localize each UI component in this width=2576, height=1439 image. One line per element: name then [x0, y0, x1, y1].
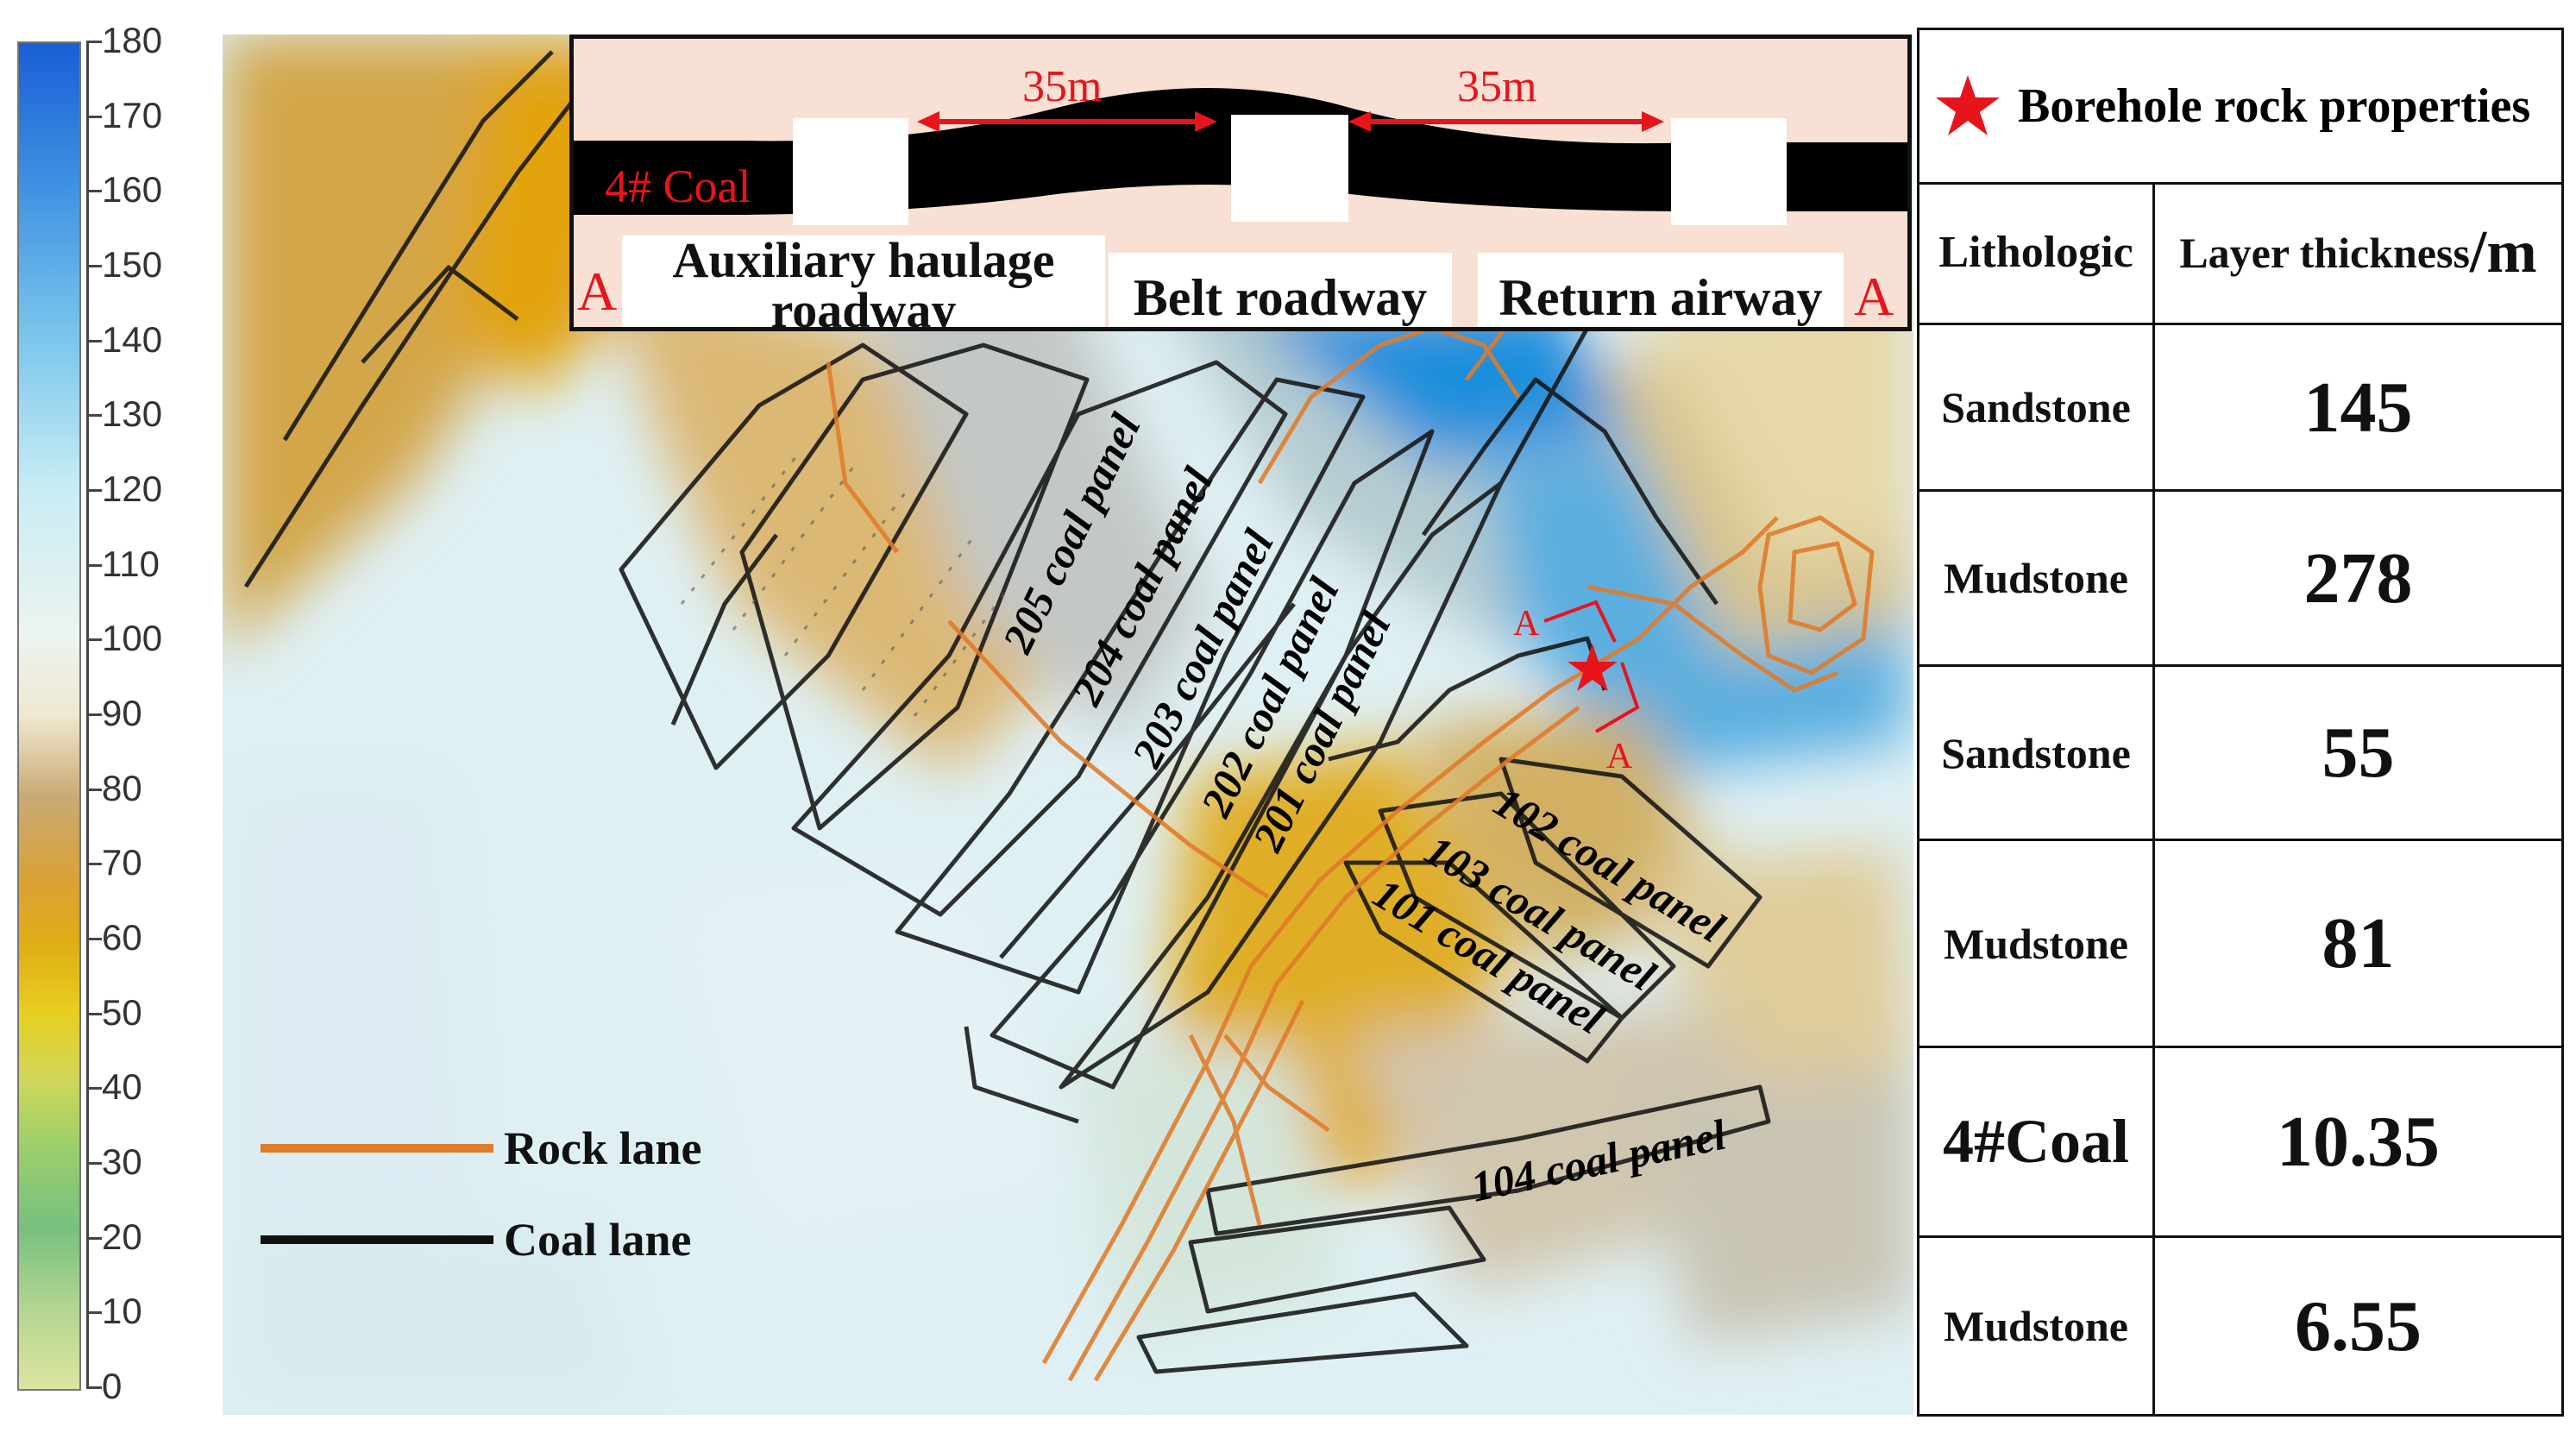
lithology-cell: 4#Coal	[1943, 1107, 2129, 1176]
panel-dotted-lines	[680, 448, 1011, 717]
lithology-cell: Mudstone	[1944, 919, 2128, 968]
colorbar-tick-mark	[86, 1162, 102, 1165]
colorbar-tick-label: 170	[102, 94, 163, 135]
lithology-cell: Sandstone	[1941, 728, 2131, 777]
col-header-thickness-unit: /m	[2469, 218, 2537, 286]
lithology-cell: Mudstone	[1944, 554, 2128, 602]
lithology-cell: Sandstone	[1941, 383, 2131, 431]
colorbar-tick-label: 60	[102, 917, 142, 958]
colorbar-tick-mark	[86, 41, 102, 43]
table-row: Sandstone 145	[1919, 325, 2561, 492]
star-icon	[1936, 75, 2000, 135]
table-row: 4#Coal 10.35	[1919, 1048, 2561, 1238]
colorbar-tick-mark	[86, 863, 102, 866]
borehole-star-icon	[1568, 644, 1618, 691]
colorbar-tick-label: 110	[102, 543, 160, 584]
colorbar-tick-label: 30	[102, 1141, 142, 1182]
colorbar-tick-label: 40	[102, 1066, 142, 1108]
colorbar-tick-mark	[86, 190, 102, 193]
roadway-left-box	[793, 118, 908, 225]
colorbar-tick-mark	[86, 339, 102, 342]
table-header-row: Lithologic Layer thickness/m	[1919, 182, 2561, 325]
colorbar-tick-label: 140	[102, 318, 163, 360]
legend-rock-lane: Rock lane	[261, 1122, 702, 1175]
roadway-right-box	[1671, 118, 1787, 225]
table-row: Sandstone 55	[1919, 667, 2561, 841]
thickness-cell: 278	[2303, 537, 2413, 619]
colorbar-tick-label: 160	[102, 169, 163, 211]
colorbar-tick-mark	[86, 788, 102, 791]
section-label-left: A	[577, 261, 618, 322]
colorbar-tick-label: 130	[102, 393, 163, 435]
colorbar-tick-mark	[86, 1087, 102, 1090]
thickness-cell: 10.35	[2277, 1102, 2440, 1182]
roadway-left-label-line1: Auxiliary haulage	[672, 232, 1055, 288]
colorbar-tick-label: 100	[102, 618, 163, 659]
table-title-row: Borehole rock properties	[1919, 30, 2561, 185]
legend-rock-lane-label: Rock lane	[504, 1122, 702, 1174]
colorbar-tick-mark	[86, 638, 102, 642]
colorbar-tick-label: 0	[102, 1366, 123, 1406]
roadway-mid-box	[1231, 115, 1348, 222]
spacing-left-label: 35m	[1022, 62, 1103, 111]
colorbar-tick-mark	[86, 563, 102, 567]
section-mark-a-top: A	[1513, 604, 1540, 644]
colorbar-tick-label: 10	[102, 1291, 142, 1332]
coal-lane-swatch	[261, 1235, 493, 1244]
colorbar-tick-mark	[86, 1236, 102, 1240]
colorbar-tick-label: 20	[102, 1216, 142, 1257]
thickness-cell: 145	[2303, 367, 2413, 448]
colorbar-tick-label: 80	[102, 767, 142, 808]
table-column-divider	[2152, 182, 2155, 1414]
roadway-right-label: Return airway	[1478, 253, 1844, 327]
colorbar-tick-mark	[86, 414, 102, 418]
cross-section-inset: 4# Coal 35m 35m Auxiliary haulage roadwa…	[569, 35, 1912, 331]
coal-seam-label: 4# Coal	[605, 160, 751, 212]
colorbar-tick-label: 120	[102, 468, 163, 509]
lithology-cell: Mudstone	[1944, 1302, 2128, 1350]
colorbar-tick-label: 90	[102, 693, 142, 733]
colorbar	[17, 41, 81, 1391]
rock-lanes	[826, 257, 1875, 1382]
section-mark-a-bottom: A	[1606, 737, 1633, 776]
section-label-right: A	[1854, 266, 1894, 327]
table-row: Mudstone 6.55	[1919, 1238, 2561, 1414]
legend-coal-lane-label: Coal lane	[504, 1214, 692, 1266]
col-header-lithologic: Lithologic	[1938, 228, 2133, 277]
colorbar-tick-mark	[86, 115, 102, 118]
roadway-left-label: Auxiliary haulage roadway	[622, 232, 1105, 331]
colorbar-tick-mark	[86, 1012, 102, 1015]
colorbar-tick-mark	[86, 265, 102, 267]
colorbar-tick-mark	[86, 1386, 102, 1389]
table-title: Borehole rock properties	[2018, 79, 2531, 133]
table-row: Mudstone 278	[1919, 492, 2561, 667]
thickness-cell: 6.55	[2295, 1285, 2422, 1367]
colorbar-tick-label: 50	[102, 991, 142, 1033]
section-line-a-a	[1543, 600, 1640, 733]
colorbar-tick-mark	[86, 713, 102, 716]
legend-coal-lane: Coal lane	[261, 1213, 692, 1266]
roadway-left-label-line2: roadway	[770, 282, 957, 331]
colorbar-tick-label: 180	[102, 20, 163, 60]
colorbar-tick-mark	[86, 938, 102, 940]
colorbar-tick-mark	[86, 489, 102, 492]
col-header-thickness-text: Layer thickness	[2179, 228, 2470, 277]
col-header-thickness: Layer thickness/m	[2155, 182, 2561, 323]
colorbar-tick-label: 150	[102, 244, 163, 285]
rock-lane-swatch	[261, 1144, 493, 1153]
roadway-mid-label: Belt roadway	[1109, 253, 1452, 327]
thickness-cell: 81	[2322, 903, 2395, 983]
borehole-properties-table: Borehole rock properties Lithologic Laye…	[1917, 28, 2564, 1417]
colorbar-tick-mark	[86, 1311, 102, 1315]
colorbar-tick-label: 70	[102, 842, 142, 883]
spacing-right-label: 35m	[1457, 62, 1537, 111]
table-row: Mudstone 81	[1919, 841, 2561, 1048]
thickness-cell: 55	[2322, 713, 2395, 793]
